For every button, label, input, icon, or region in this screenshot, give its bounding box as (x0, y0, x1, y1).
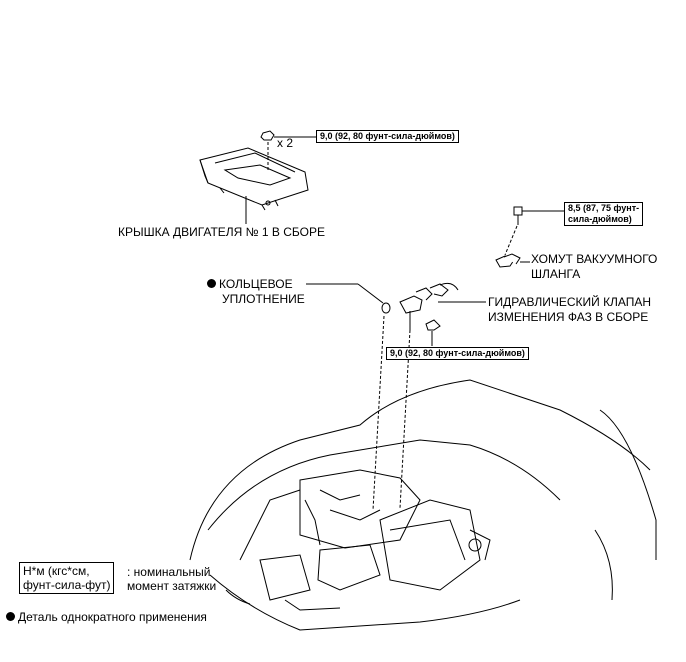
o-ring-drawing (306, 283, 391, 511)
valve-bolt-torque-box: 9,0 (92, 80 фунт-сила-дюймов) (386, 347, 529, 360)
single-use-legend: Деталь однократного применения (6, 610, 207, 625)
single-use-legend-text: Деталь однократного применения (18, 610, 207, 624)
o-ring-label-line1: КОЛЬЦЕВОЕ (207, 277, 305, 292)
cover-nut-drawing (260, 130, 316, 170)
vacuum-clamp-label-line1: ХОМУТ ВАКУУМНОГО (531, 252, 658, 266)
oil-control-valve-label: ГИДРАВЛИЧЕСКИЙ КЛАПАН ИЗМЕНЕНИЯ ФАЗ В СБ… (488, 295, 651, 325)
clamp-bolt-torque-line2: сила-дюймов) (568, 214, 632, 224)
vacuum-clamp-label-line2: ШЛАНГА (531, 267, 581, 281)
quantity-label: x 2 (277, 136, 294, 150)
o-ring-label: КОЛЬЦЕВОЕ УПЛОТНЕНИЕ (207, 277, 305, 307)
vehicle-engine-bay-drawing (189, 379, 657, 631)
cover-nut-torque-box: 9,0 (92, 80 фунт-сила-дюймов) (316, 130, 459, 143)
valve-bolt-drawing (425, 319, 441, 346)
single-use-dot-icon (207, 279, 216, 289)
clamp-bolt-torque-line1: 8,5 (87, 75 фунт- (568, 203, 640, 213)
clamp-bolt-torque-box: 8,5 (87, 75 фунт- сила-дюймов) (564, 202, 644, 226)
oil-control-valve-label-line1: ГИДРАВЛИЧЕСКИЙ КЛАПАН (488, 295, 652, 309)
oil-control-valve-label-line2: ИЗМЕНЕНИЯ ФАЗ В СБОРЕ (488, 310, 649, 324)
torque-legend-description: : номинальный момент затяжки (127, 565, 216, 593)
engine-cover-drawing (199, 147, 309, 211)
engine-cover-label: КРЫШКА ДВИГАТЕЛЯ № 1 В СБОРЕ (118, 225, 325, 239)
oil-control-valve-drawing (399, 282, 486, 509)
clamp-bolt-drawing (504, 206, 564, 256)
torque-legend-desc-line2: момент затяжки (127, 579, 217, 593)
torque-legend-desc-line1: : номинальный (127, 565, 211, 579)
torque-legend-line1: Н*м (кгс*см, (23, 564, 90, 578)
vacuum-clamp-drawing (495, 253, 530, 268)
single-use-legend-dot-icon (6, 612, 15, 622)
torque-legend-line2: фунт-сила-фут) (23, 578, 111, 592)
vacuum-clamp-label: ХОМУТ ВАКУУМНОГО ШЛАНГА (531, 252, 657, 282)
torque-legend-box: Н*м (кгс*см, фунт-сила-фут) (19, 562, 115, 594)
o-ring-label-line2: УПЛОТНЕНИЕ (222, 292, 305, 306)
